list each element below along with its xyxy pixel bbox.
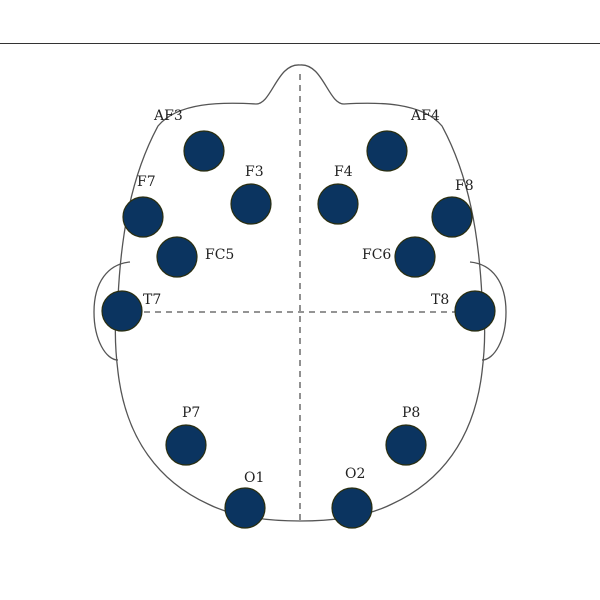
electrode-p7 <box>165 424 207 466</box>
electrode-fc6 <box>394 236 436 278</box>
electrode-t7 <box>101 290 143 332</box>
electrode-f8 <box>431 196 473 238</box>
electrode-f4 <box>317 183 359 225</box>
head-outline <box>114 64 486 522</box>
top-divider <box>0 43 600 44</box>
electrode-label-p7: P7 <box>182 405 200 421</box>
electrode-label-t7: T7 <box>143 292 161 308</box>
electrode-label-f7: F7 <box>137 174 156 190</box>
electrode-p8 <box>385 424 427 466</box>
electrode-label-fc6: FC6 <box>362 247 391 263</box>
electrode-f3 <box>230 183 272 225</box>
electrode-label-f3: F3 <box>245 164 264 180</box>
electrode-o1 <box>224 487 266 529</box>
right-ear <box>469 261 507 361</box>
electrode-af4 <box>366 130 408 172</box>
electrode-label-f8: F8 <box>455 178 474 194</box>
electrode-label-o1: O1 <box>244 470 264 486</box>
electrode-fc5 <box>156 236 198 278</box>
electrode-o2 <box>331 487 373 529</box>
left-ear <box>93 261 131 361</box>
electrode-af3 <box>183 130 225 172</box>
electrode-label-af3: AF3 <box>153 108 183 124</box>
electrode-label-f4: F4 <box>334 164 353 180</box>
electrode-f7 <box>122 196 164 238</box>
electrode-label-o2: O2 <box>345 466 365 482</box>
electrode-label-fc5: FC5 <box>205 247 234 263</box>
electrode-label-p8: P8 <box>402 405 420 421</box>
electrode-label-af4: AF4 <box>410 108 440 124</box>
electrode-label-t8: T8 <box>431 292 449 308</box>
electrode-t8 <box>454 290 496 332</box>
